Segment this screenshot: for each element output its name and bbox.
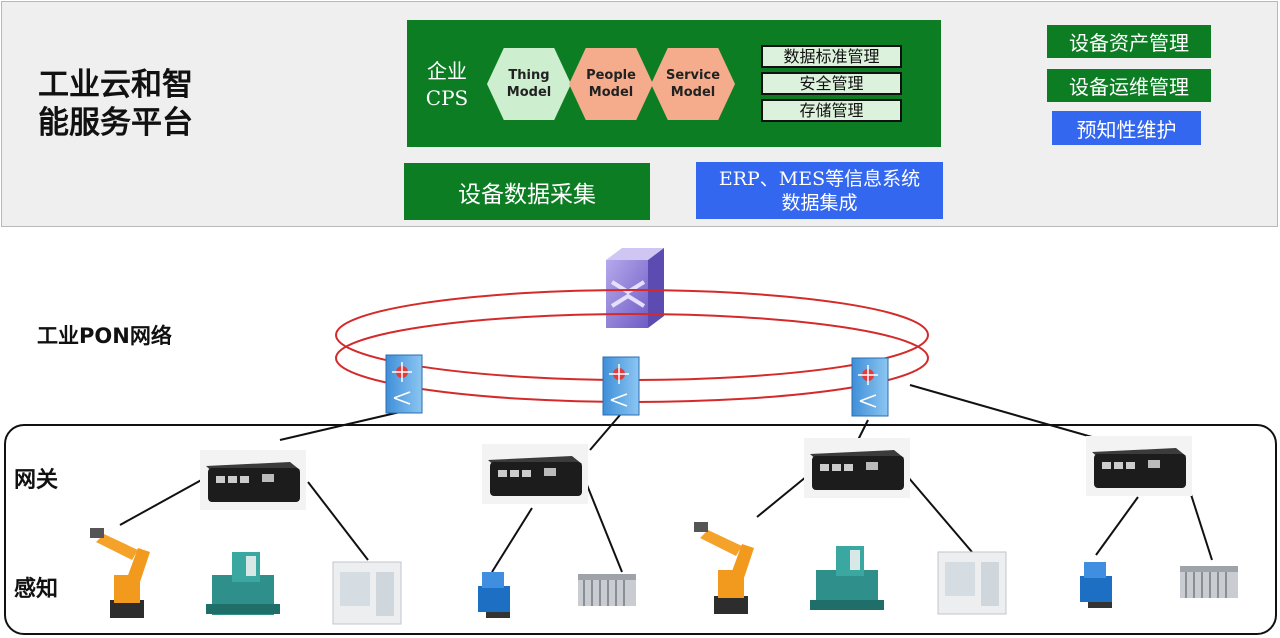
gateway-box-icon <box>482 444 588 504</box>
gateway-box-icon <box>1086 436 1192 496</box>
cnc-machine-icon <box>810 546 884 610</box>
blue-machine-icon <box>1080 562 1112 608</box>
router-cube-icon <box>606 248 664 328</box>
sensing-label: 感知 <box>14 577 59 602</box>
mgmt-security: 安全管理 <box>761 72 902 95</box>
field-area-box <box>4 424 1277 635</box>
cabinet-icon <box>937 551 1007 615</box>
service-model-hex: Service Model <box>651 48 735 120</box>
people-model-hex: People Model <box>569 48 653 120</box>
switch-icon <box>851 357 889 417</box>
gateway-box-icon <box>200 450 306 510</box>
robot-arm-icon <box>694 522 754 614</box>
mgmt-data-standard: 数据标准管理 <box>761 45 902 68</box>
gateway-label: 网关 <box>14 468 59 493</box>
platform-title: 工业云和智能服务平台 <box>38 67 193 141</box>
blue-machine-icon <box>478 572 510 618</box>
switch-icon <box>602 356 640 416</box>
operations-management: 设备运维管理 <box>1047 69 1211 102</box>
cnc-machine-icon <box>206 552 280 615</box>
thing-model-hex: Thing Model <box>487 48 571 120</box>
connection-lines <box>119 384 1213 573</box>
gateway-box-icon <box>804 438 910 498</box>
asset-management: 设备资产管理 <box>1047 25 1211 58</box>
predictive-maintenance: 预知性维护 <box>1052 111 1201 145</box>
pon-network-label: 工业PON网络 <box>37 324 172 348</box>
server-rack-icon <box>578 574 636 606</box>
mgmt-storage: 存储管理 <box>761 99 902 122</box>
cps-label: 企业 CPS <box>425 59 469 110</box>
server-rack-icon <box>1180 566 1238 598</box>
cabinet-icon <box>332 561 402 625</box>
switch-icon <box>385 354 423 414</box>
device-data-collection: 设备数据采集 <box>404 163 650 220</box>
robot-arm-icon <box>90 528 150 618</box>
erp-mes-integration: ERP、MES等信息系统 数据集成 <box>696 162 943 219</box>
